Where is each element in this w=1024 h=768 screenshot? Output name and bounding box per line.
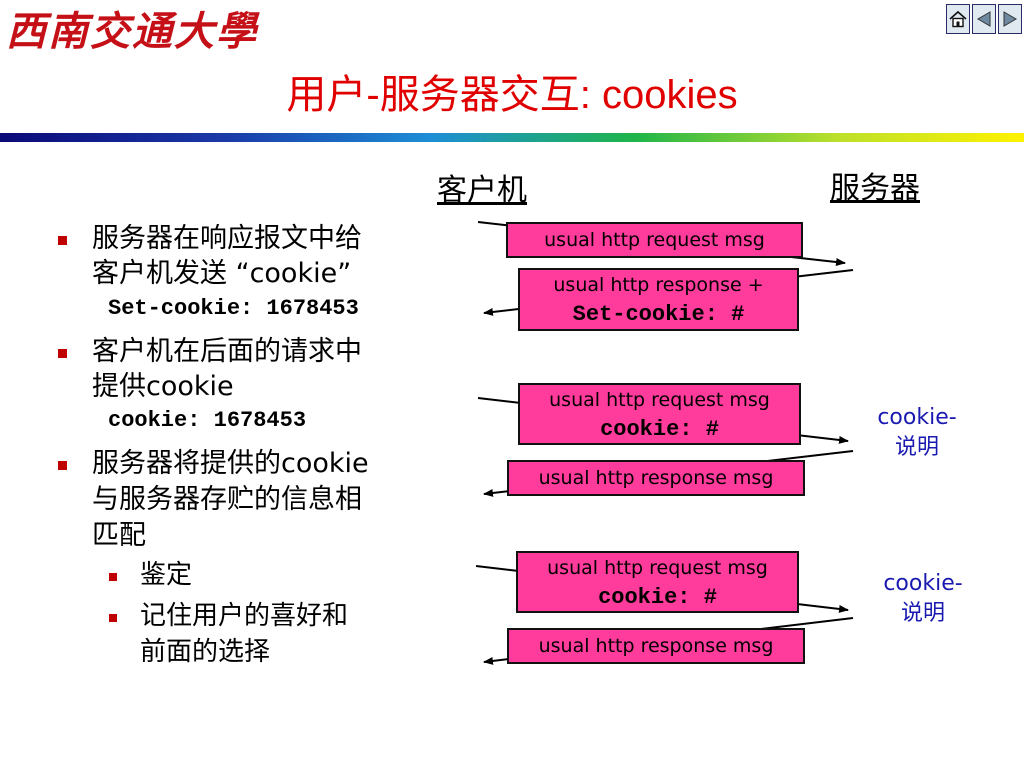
message-text: usual http response msg (538, 635, 774, 657)
cookie-header-text: cookie: # (598, 585, 717, 610)
home-icon (949, 10, 967, 28)
request-message-box-1: usual http request msg (506, 222, 803, 258)
message-text: usual http request msg (544, 229, 765, 251)
request-message-box-2: usual http request msg cookie: # (518, 383, 801, 445)
triangle-left-icon (977, 11, 991, 27)
bullet-3-line-1: 服务器将提供的cookie (92, 448, 369, 479)
request-message-box-3: usual http request msg cookie: # (516, 551, 799, 613)
home-button[interactable] (946, 4, 970, 34)
bullet-3-line-3: 匹配 (92, 520, 146, 551)
set-cookie-code: Set-cookie: 1678453 (108, 296, 359, 321)
bullet-marker (58, 236, 67, 245)
sub-bullet-2-line-1: 记住用户的喜好和 (140, 601, 349, 631)
sub-bullet-1: 鉴定 (140, 560, 193, 590)
message-text: usual http request msg (547, 557, 768, 579)
note-text: cookie- (883, 571, 963, 596)
cookie-note-2: cookie- 说明 (868, 569, 978, 629)
cookie-code: cookie: 1678453 (108, 408, 307, 433)
bullet-2-line-1: 客户机在后面的请求中 (92, 336, 362, 367)
sub-bullet-marker (109, 614, 117, 622)
sub-bullet-marker (109, 573, 117, 581)
response-message-box-3: usual http response msg (507, 628, 805, 664)
prev-slide-button[interactable] (972, 4, 996, 34)
slide-title: 用户-服务器交互: cookies (286, 73, 738, 117)
bullet-2-line-2: 提供cookie (92, 371, 234, 402)
message-text: usual http response msg (538, 467, 774, 489)
bullet-1-line-1: 服务器在响应报文中给 (92, 223, 362, 254)
message-text: usual http response + (553, 274, 764, 296)
bullet-marker (58, 349, 67, 358)
set-cookie-header-text: Set-cookie: # (572, 302, 745, 327)
next-slide-button[interactable] (998, 4, 1022, 34)
title-divider (0, 133, 1024, 142)
message-text: usual http request msg (549, 389, 770, 411)
response-message-box-1: usual http response + Set-cookie: # (518, 268, 799, 331)
bullet-1-line-2: 客户机发送 “cookie” (92, 258, 352, 289)
note-text: 说明 (894, 435, 939, 460)
sub-bullet-2-line-2: 前面的选择 (140, 637, 271, 667)
bullet-marker (58, 461, 67, 470)
cookie-note-1: cookie- 说明 (862, 403, 972, 463)
note-text: cookie- (877, 405, 957, 430)
university-logo: 西南交通大學 (6, 8, 258, 55)
client-heading: 客户机 (437, 173, 527, 208)
server-heading: 服务器 (830, 171, 920, 206)
bullet-3-line-2: 与服务器存贮的信息相 (92, 484, 362, 515)
cookie-header-text: cookie: # (600, 417, 719, 442)
response-message-box-2: usual http response msg (507, 460, 805, 496)
triangle-right-icon (1003, 11, 1017, 27)
note-text: 说明 (900, 601, 945, 626)
